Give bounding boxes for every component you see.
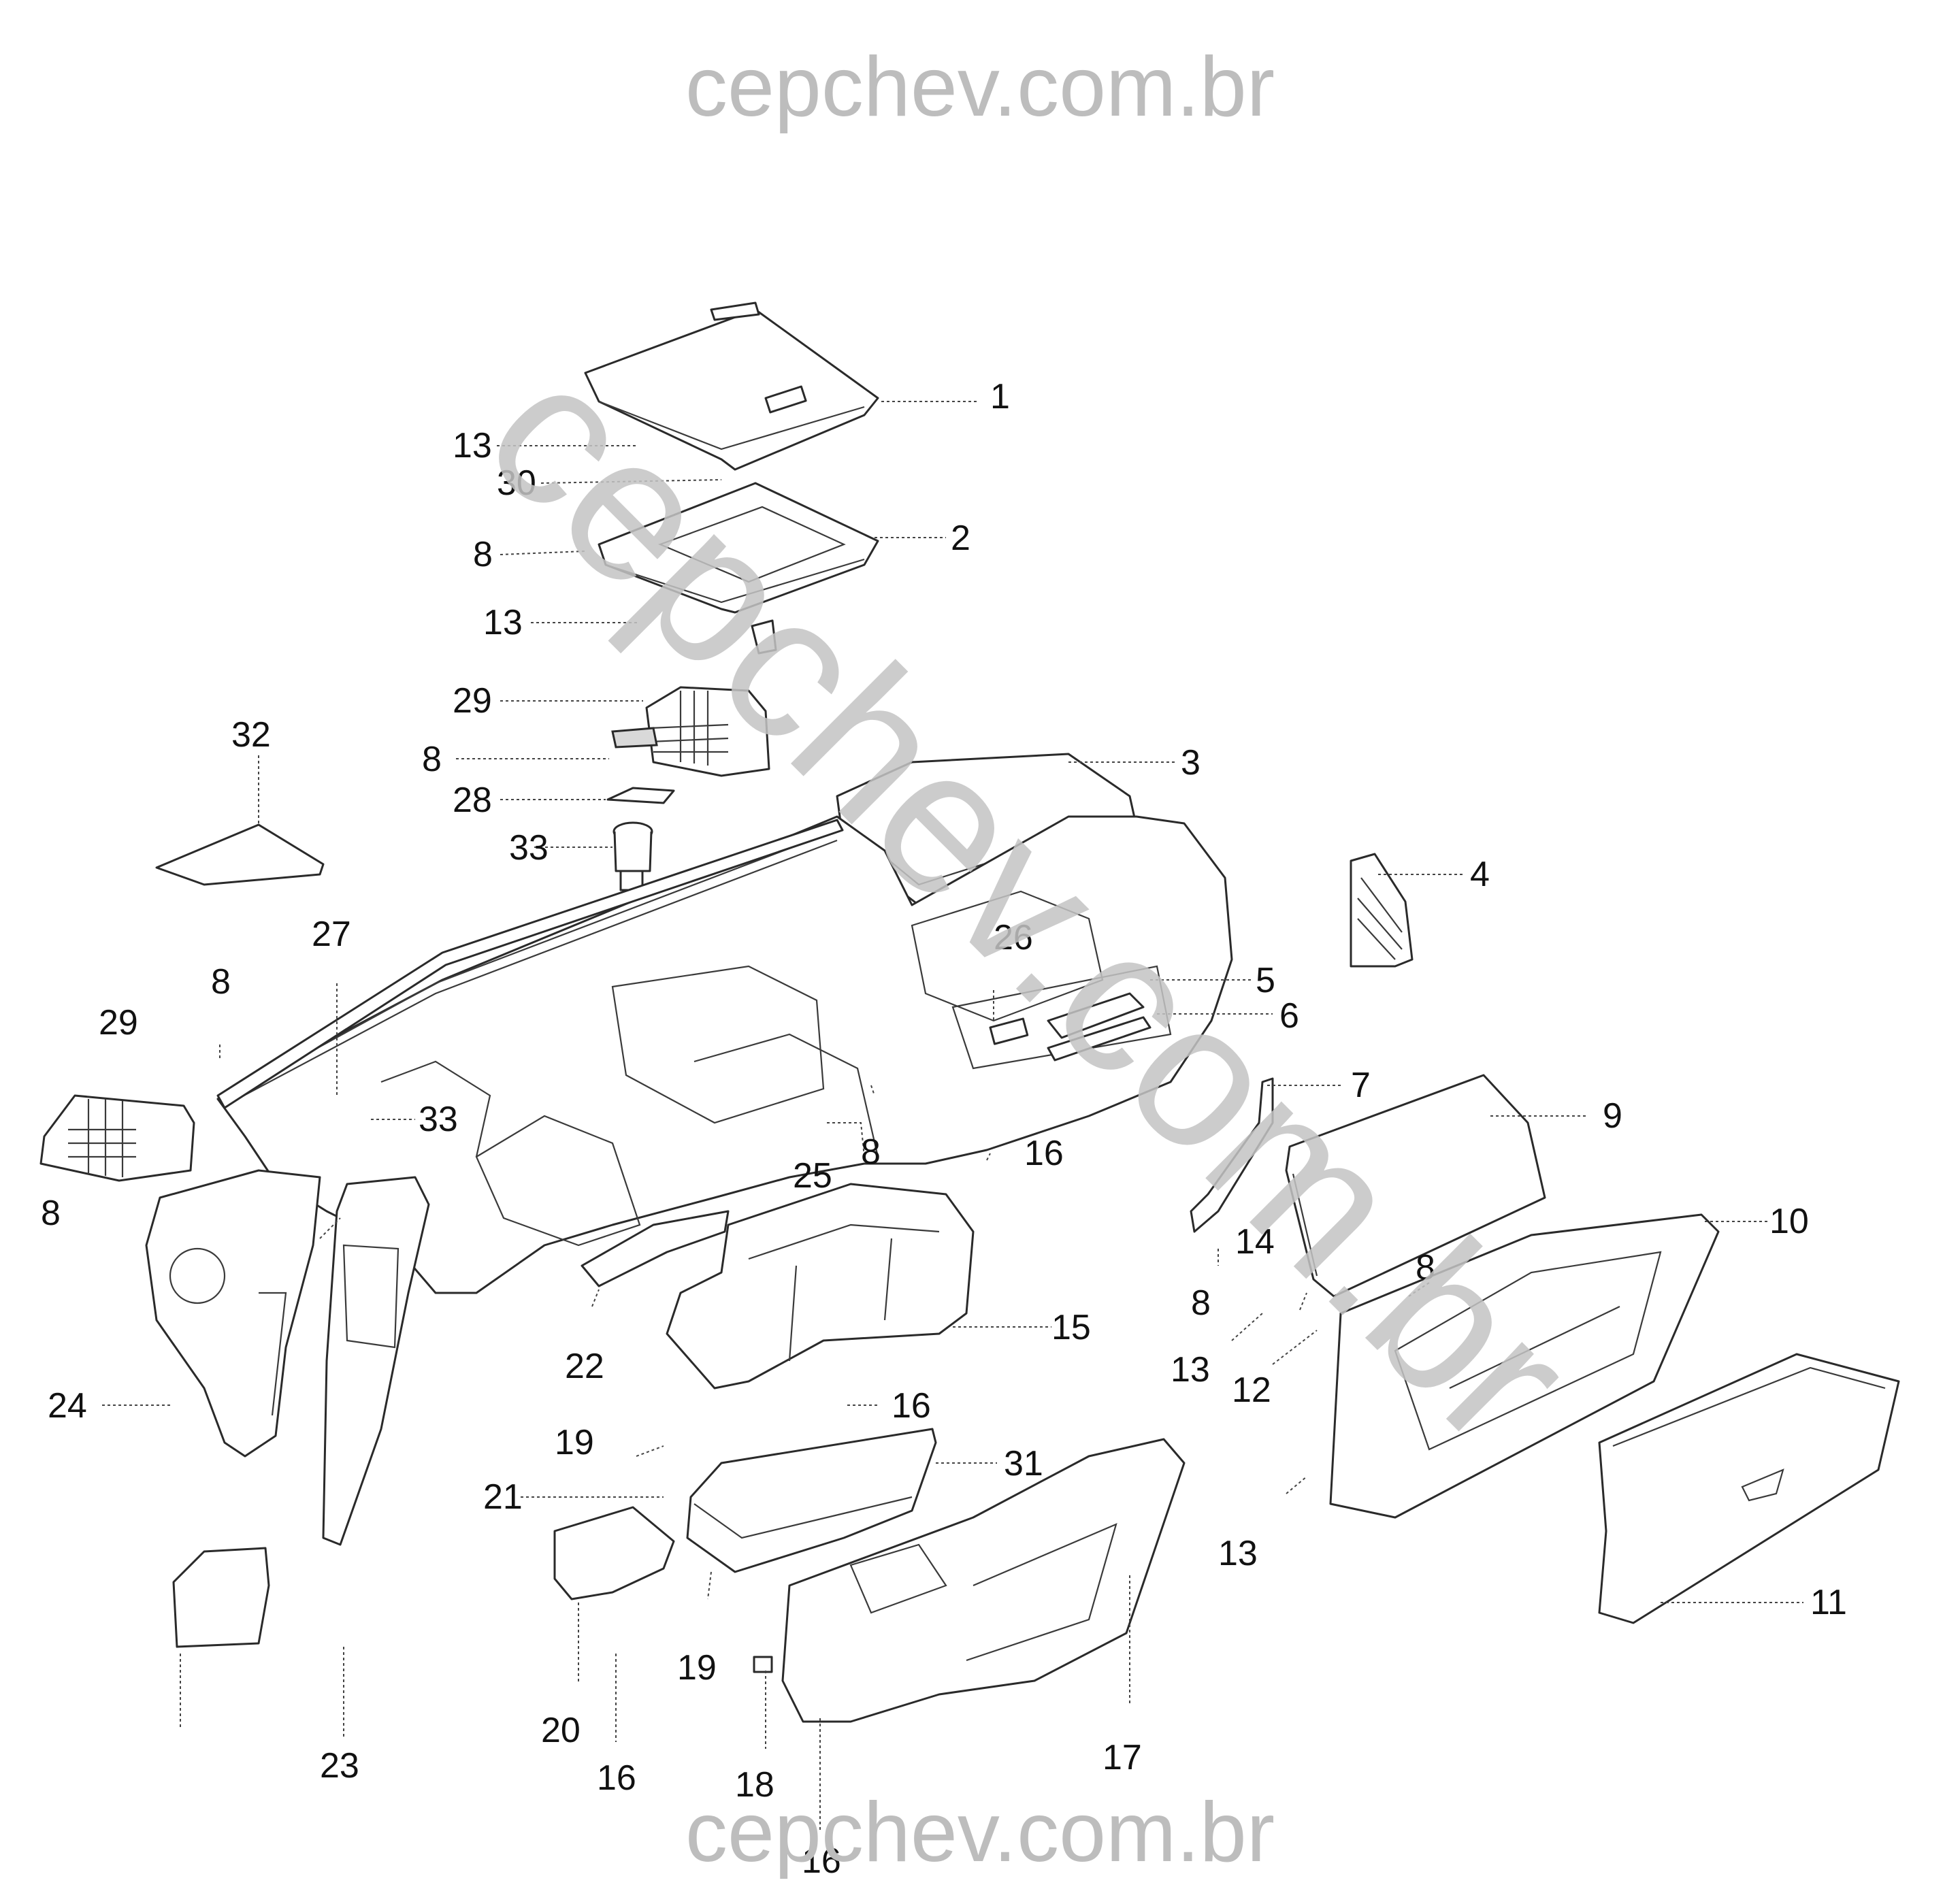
callout-22: 22 (565, 1347, 604, 1386)
callout-31: 31 (1004, 1444, 1043, 1483)
parts-illustration (39, 301, 1900, 1723)
callout-8-a: 8 (473, 535, 493, 574)
part-18-clip (753, 1656, 773, 1673)
callout-26: 26 (994, 918, 1033, 957)
part-2-trim-panel (598, 482, 879, 655)
part-23-left-panel (322, 1176, 430, 1546)
part-27-trim-strip (216, 819, 844, 1109)
leader-lines (102, 401, 1803, 1830)
callout-numbers: 1 2 3 4 5 6 7 9 10 11 15 17 31 13 30 8 1… (41, 377, 1847, 1881)
part-10-glovebox-housing (1329, 1213, 1720, 1519)
callout-8-d: 8 (41, 1194, 61, 1233)
part-9-glovebox-door (1285, 1074, 1546, 1298)
callout-19-b: 19 (677, 1648, 717, 1688)
callout-24: 24 (48, 1386, 87, 1426)
callout-18: 18 (735, 1765, 774, 1805)
part-left-cap (172, 1547, 270, 1648)
callout-11: 11 (1810, 1583, 1847, 1622)
part-15-cluster-hood (666, 1183, 975, 1390)
part-5-bracket (1047, 992, 1145, 1039)
part-1-upper-lid (584, 301, 879, 471)
callout-5: 5 (1256, 961, 1275, 1000)
callout-15: 15 (1051, 1308, 1091, 1347)
callout-30: 30 (497, 463, 536, 503)
callout-16-c: 16 (597, 1758, 636, 1798)
callout-13-c: 13 (1171, 1350, 1210, 1390)
callout-13-d: 13 (1218, 1534, 1258, 1573)
callout-2: 2 (951, 519, 970, 558)
part-6-bracket (1047, 1016, 1152, 1062)
callout-23: 23 (320, 1746, 359, 1786)
callout-25: 25 (793, 1156, 832, 1196)
part-29-vent-left (39, 1094, 195, 1182)
callout-16-b: 16 (892, 1386, 931, 1426)
callout-7: 7 (1351, 1066, 1371, 1105)
callout-14: 14 (1235, 1222, 1275, 1262)
callout-8-e: 8 (861, 1132, 881, 1172)
callout-19-a: 19 (555, 1423, 594, 1462)
part-29-vent-upper (611, 686, 770, 777)
callout-13-a: 13 (453, 426, 492, 465)
callout-12: 12 (1232, 1370, 1271, 1410)
callout-33-a: 33 (509, 828, 549, 868)
callout-1: 1 (990, 377, 1010, 416)
callout-16-d: 16 (802, 1841, 841, 1881)
callout-29-b: 29 (99, 1003, 138, 1042)
part-11-glovebox-bin (1598, 1353, 1900, 1624)
part-7-brace (1190, 1077, 1274, 1233)
callout-21: 21 (483, 1477, 523, 1517)
callout-16-a: 16 (1024, 1134, 1064, 1173)
callout-13-b: 13 (483, 603, 523, 642)
callout-27: 27 (312, 915, 351, 954)
callout-3: 3 (1181, 743, 1200, 783)
callout-17: 17 (1102, 1738, 1142, 1777)
watermark-top: cepchev.com.br (685, 40, 1275, 134)
part-31-console-bin (686, 1428, 937, 1573)
callout-8-c: 8 (211, 962, 231, 1002)
callout-8-b: 8 (422, 740, 442, 779)
callout-6: 6 (1279, 996, 1299, 1036)
part-26-clip (989, 1017, 1029, 1045)
part-32-panel (155, 823, 325, 886)
callout-8-f: 8 (1191, 1283, 1211, 1323)
callout-8-g: 8 (1416, 1248, 1435, 1287)
main-dashboard-carrier (216, 815, 1233, 1294)
part-22-lower-strip (581, 1210, 730, 1287)
part-28-bracket (606, 787, 675, 804)
watermark-bottom: cepchev.com.br (685, 1786, 1275, 1879)
part-4-side-cover (1350, 853, 1414, 968)
callout-20: 20 (541, 1711, 581, 1750)
callout-4: 4 (1470, 855, 1490, 894)
part-24-frame-bracket (145, 1169, 321, 1458)
callout-33-b: 33 (419, 1100, 458, 1139)
part-33-knob-upper (612, 821, 653, 891)
callout-28: 28 (453, 781, 492, 820)
callout-10: 10 (1769, 1202, 1809, 1241)
callout-29-a: 29 (453, 681, 492, 721)
part-20-small-bin (553, 1506, 675, 1600)
callout-32: 32 (231, 715, 271, 755)
callout-9: 9 (1603, 1096, 1622, 1136)
part-17-knee-panel (781, 1438, 1186, 1723)
